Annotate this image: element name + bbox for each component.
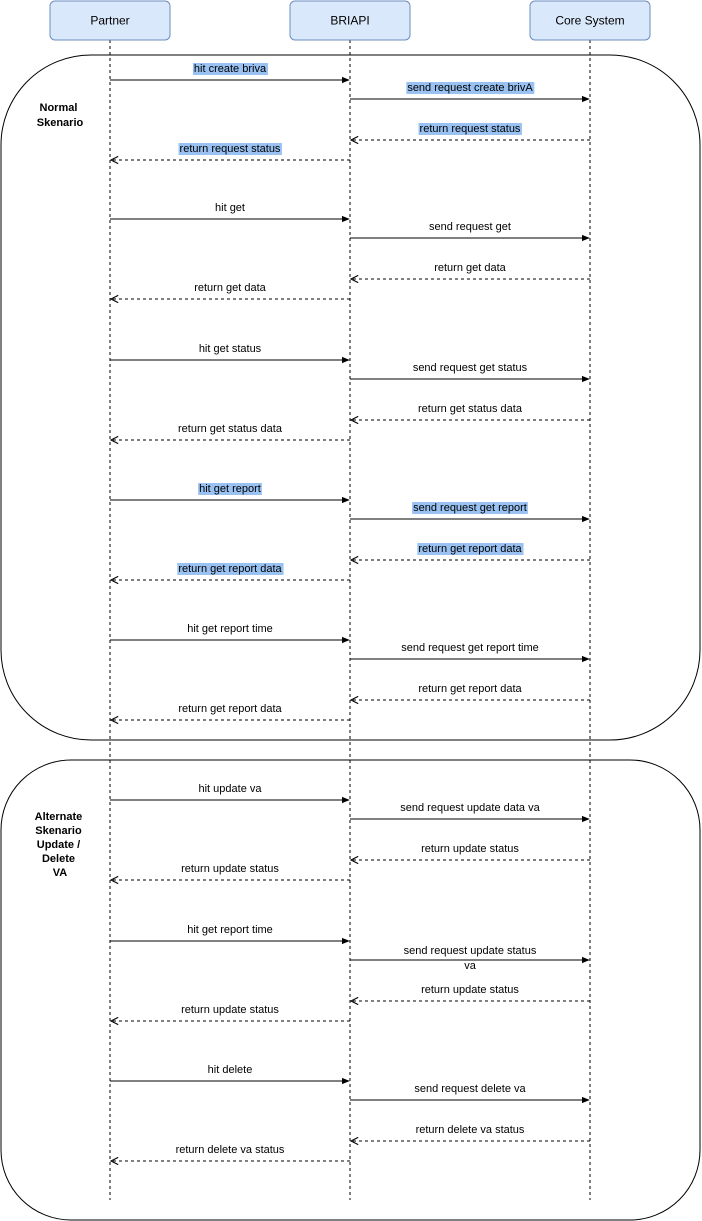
call-message: hit create briva: [110, 63, 350, 84]
frame-label-line: Normal: [40, 102, 78, 114]
message-label: hit update va: [199, 783, 263, 795]
message-label: return delete va status: [416, 1124, 525, 1136]
frame-label-line: Alternate: [35, 811, 83, 823]
message-label: return get report data: [178, 563, 282, 575]
participant-label: BRIAPI: [330, 14, 369, 28]
message-label: send request create brivA: [407, 82, 533, 94]
message-label: return update status: [421, 984, 519, 996]
frame-label-line: Skenario: [37, 117, 84, 129]
return-message: return get status data: [111, 423, 350, 440]
return-message: return update status: [111, 863, 350, 880]
message-label: send request get status: [413, 362, 528, 374]
message-label: return update status: [181, 863, 279, 875]
message-label: return get data: [194, 282, 266, 294]
participant-label: Partner: [90, 14, 129, 28]
return-message: return update status: [351, 984, 590, 1001]
label-highlight: [406, 82, 535, 94]
participant-partner: Partner: [49, 0, 171, 41]
call-message: hit get report time: [110, 924, 350, 945]
message-label: send request get report: [413, 502, 527, 514]
message-label: return request status: [180, 143, 281, 155]
message-label: send request update status: [404, 945, 537, 957]
label-highlight: [412, 502, 528, 514]
message-label: return request status: [420, 123, 521, 135]
call-message: hit update va: [110, 783, 350, 804]
label-highlight: [418, 123, 522, 135]
message-label: return get report data: [418, 683, 522, 695]
message-label: return update status: [421, 843, 519, 855]
call-message: send request get: [350, 221, 590, 242]
message-label: return delete va status: [176, 1144, 285, 1156]
message-label: hit get report time: [187, 924, 273, 936]
label-highlight: [417, 543, 524, 555]
return-message: return request status: [351, 123, 590, 140]
frame-label-line: Update /: [37, 839, 80, 851]
message-label: hit get status: [199, 343, 262, 355]
message-label: return get status data: [178, 423, 283, 435]
call-message: send request create brivA: [350, 82, 590, 103]
participant-core-system: Core System: [529, 0, 651, 41]
message-label: return get report data: [178, 703, 282, 715]
return-message: return get data: [111, 282, 350, 299]
frame-label-alternate: Alternate Skenario Update / Delete VA: [35, 811, 86, 879]
call-message: send request get report time: [350, 642, 590, 663]
message-label: send request get: [429, 221, 511, 233]
return-message: return get report data: [351, 683, 590, 700]
frame-label-line: VA: [53, 867, 68, 879]
return-message: return get report data: [351, 543, 590, 560]
call-message: hit get: [110, 202, 350, 223]
message-label: hit get: [215, 202, 245, 214]
call-message: hit get report time: [110, 623, 350, 644]
return-message: return get report data: [111, 703, 350, 720]
return-message: return request status: [111, 143, 350, 160]
message-label: hit delete: [208, 1064, 253, 1076]
message-label: hit get report time: [187, 623, 273, 635]
message-label: hit create briva: [194, 63, 267, 75]
message-label: return update status: [181, 1004, 279, 1016]
return-message: return update status: [111, 1004, 350, 1021]
message-label: send request update data va: [400, 802, 540, 814]
frame-label-line: Delete: [42, 853, 75, 865]
return-message: return update status: [351, 843, 590, 860]
return-message: return get report data: [111, 563, 350, 580]
label-highlight: [198, 483, 262, 495]
message-label: return get data: [434, 262, 506, 274]
label-highlight: [192, 63, 268, 75]
label-highlight: [177, 563, 284, 575]
call-message: send request get status: [350, 362, 590, 383]
call-message: hit get report: [110, 483, 350, 504]
call-message: send request update data va: [350, 802, 590, 823]
call-message: send request delete va: [350, 1083, 590, 1104]
message-label: send request get report time: [401, 642, 539, 654]
call-message: hit delete: [110, 1064, 350, 1085]
messages-layer: hit create briva send request create briv…: [110, 63, 590, 1161]
message-label: send request delete va: [414, 1083, 526, 1095]
return-message: return get status data: [351, 403, 590, 420]
participant-label: Core System: [555, 14, 624, 28]
message-label: va: [464, 960, 477, 972]
return-message: return delete va status: [351, 1124, 590, 1141]
call-message: hit get status: [110, 343, 350, 364]
participant-briapi: BRIAPI: [289, 0, 411, 41]
call-message: send request update status va: [350, 945, 590, 972]
label-highlight: [178, 143, 282, 155]
call-message: send request get report: [350, 502, 590, 523]
frame-label-line: Skenario: [35, 825, 82, 837]
return-message: return get data: [351, 262, 590, 279]
frame-label-normal: Normal Skenario: [37, 102, 84, 129]
return-message: return delete va status: [111, 1144, 350, 1161]
message-label: return get status data: [418, 403, 523, 415]
frame-normal-scenario: [0, 54, 701, 741]
message-label: hit get report: [199, 483, 261, 495]
message-label: return get report data: [418, 543, 522, 555]
